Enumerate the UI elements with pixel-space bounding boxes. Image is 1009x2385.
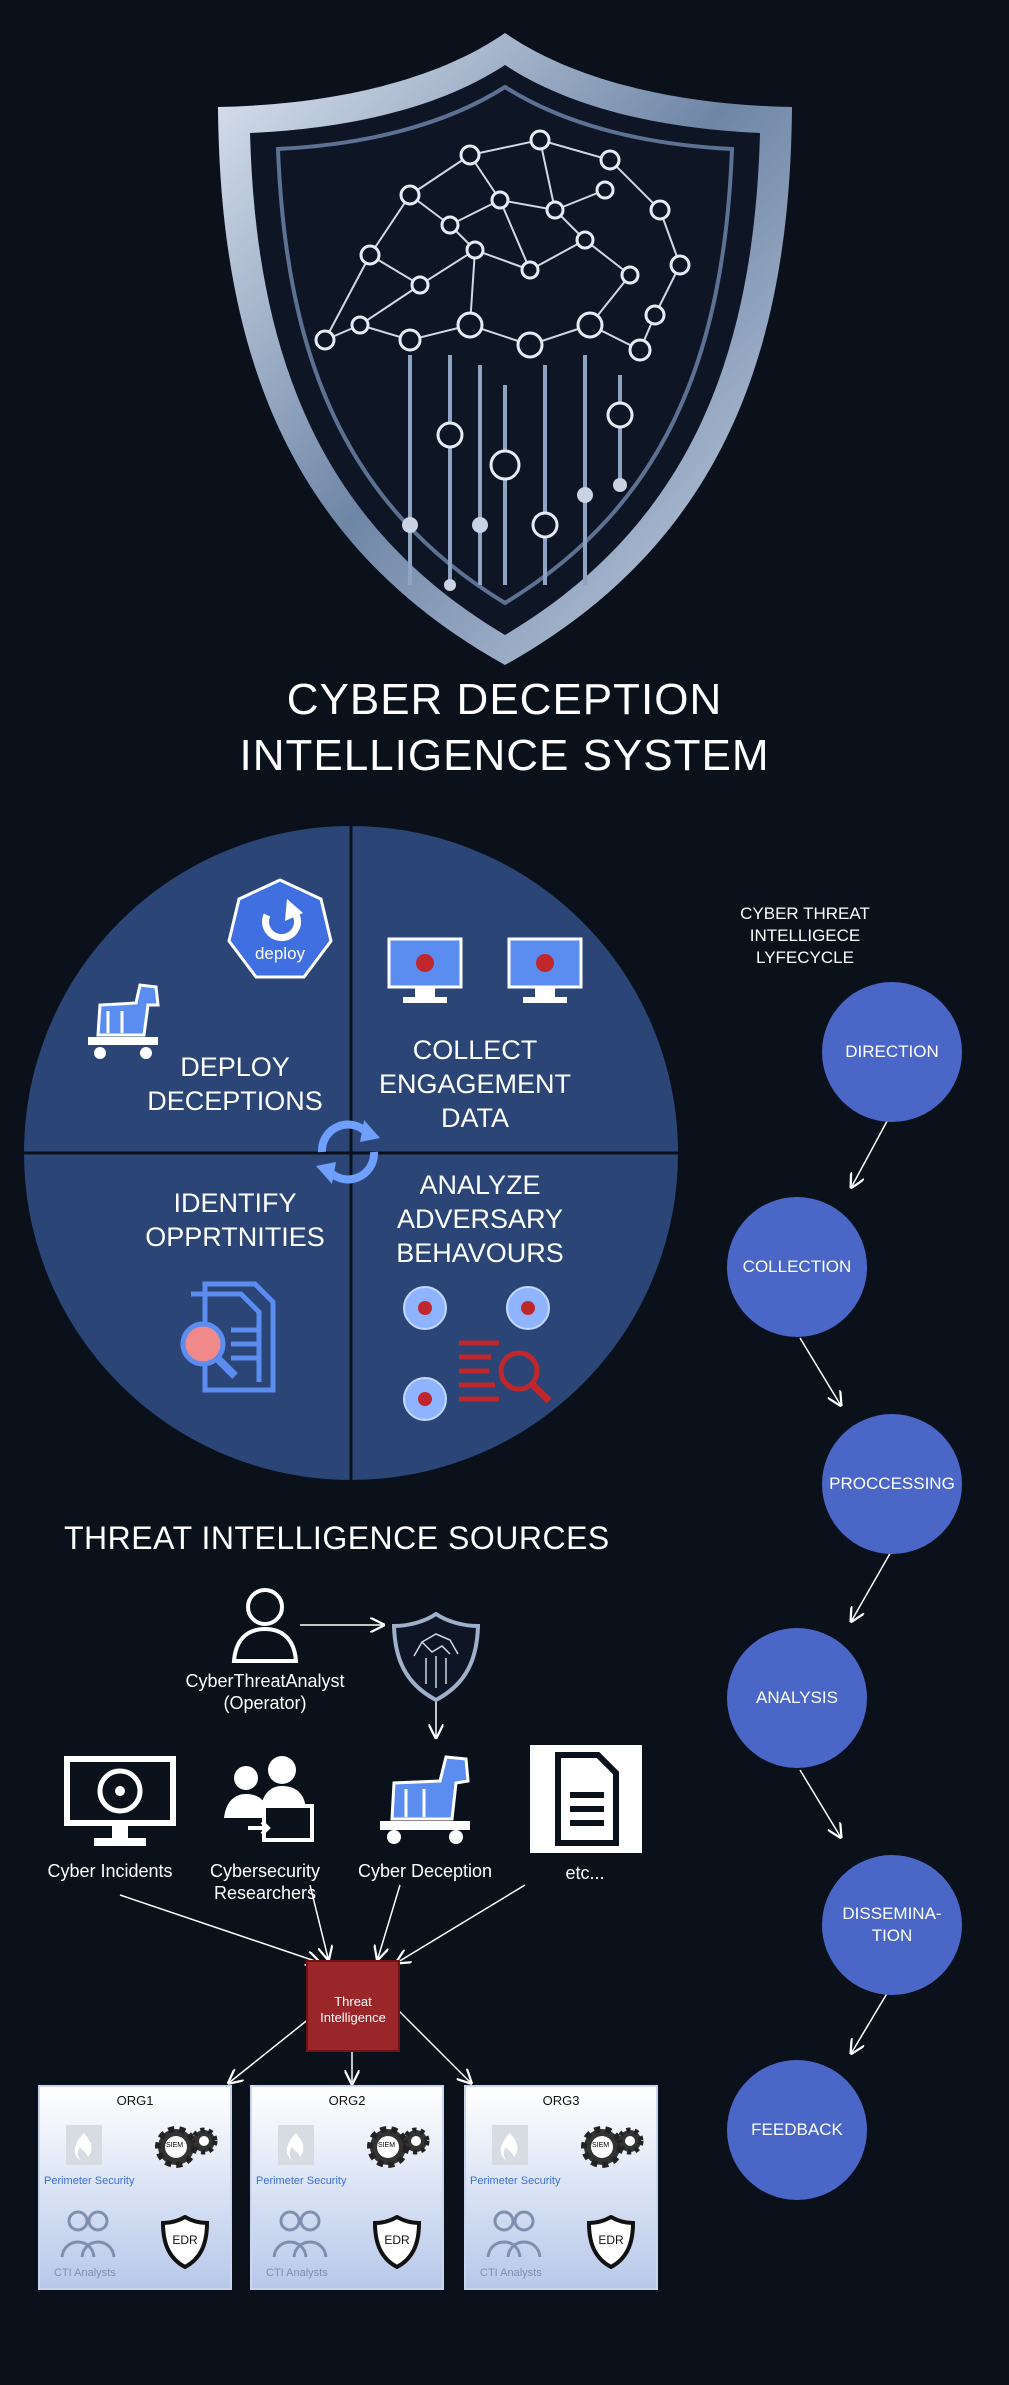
cti-analysts-label: CTI Analysts	[266, 2267, 328, 2279]
edr-label: EDR	[172, 2233, 198, 2247]
infected-monitor-icon	[387, 937, 463, 1003]
mini-shield-logo-icon	[392, 1612, 480, 1702]
perimeter-security-label: Perimeter Security	[470, 2175, 561, 2187]
collect-engagement-label: COLLECT ENGAGEMENT DATA	[378, 1035, 572, 1133]
source-label-etc: etc...	[565, 1863, 605, 1883]
edr-shield-icon	[586, 2215, 636, 2269]
lifecycle-stage-analysis: ANALYSIS	[727, 1628, 867, 1768]
edr-shield-icon	[160, 2215, 210, 2269]
cti-analysts-label: CTI Analysts	[54, 2267, 116, 2279]
org-name: ORG1	[116, 2093, 154, 2108]
source-label-cyber-deception: Cyber Deception	[357, 1861, 493, 1881]
virus-sphere-icon	[403, 1377, 447, 1421]
siem-gear-icon	[367, 2126, 430, 2168]
document-icon	[530, 1745, 642, 1853]
edr-label: EDR	[384, 2233, 410, 2247]
source-label-researchers: Cybersecurity Researchers	[209, 1861, 321, 1903]
deploy-badge-label: deploy	[254, 944, 306, 963]
trojan-horse-icon	[88, 983, 160, 1059]
page-title: CYBER DECEPTION INTELLIGENCE SYSTEM	[239, 675, 770, 780]
cti-analysts-icon	[60, 2210, 116, 2258]
lifecycle-stage-direction: DIRECTION	[822, 982, 962, 1122]
siem-label: SIEM	[592, 2142, 610, 2149]
shield-brain-logo	[218, 33, 792, 665]
deploy-deceptions-label: DEPLOY DECEPTIONS	[147, 1052, 323, 1116]
source-label-cyber-incidents: Cyber Incidents	[47, 1861, 173, 1881]
edr-shield-icon	[372, 2215, 422, 2269]
siem-label: SIEM	[378, 2142, 396, 2149]
deploy-badge-icon	[227, 878, 333, 979]
siem-label: SIEM	[166, 2142, 184, 2149]
edr-label: EDR	[598, 2233, 624, 2247]
firewall-icon	[66, 2125, 102, 2165]
lifecycle-stage-feedback: FEEDBACK	[727, 2060, 867, 2200]
document-search-icon	[180, 1281, 276, 1393]
virus-sphere-icon	[506, 1286, 550, 1330]
siem-gear-icon	[155, 2126, 218, 2168]
perimeter-security-label: Perimeter Security	[44, 2175, 135, 2187]
firewall-icon	[278, 2125, 314, 2165]
identify-opportunities-label: IDENTIFY OPPRTNITIES	[145, 1188, 325, 1252]
trojan-horse-icon	[380, 1755, 470, 1844]
lifecycle-stage-dissemination: DISSEMINA- TION	[822, 1855, 962, 1995]
analyst-label: CyberThreatAnalyst (Operator)	[185, 1671, 345, 1713]
researchers-icon	[224, 1756, 314, 1842]
threat-intelligence-hub: Threat Intelligence	[306, 1960, 400, 2052]
lifecycle-stage-processing: PROCCESSING	[822, 1414, 962, 1554]
org-name: ORG2	[328, 2093, 366, 2108]
infected-monitor-icon	[507, 937, 583, 1003]
data-search-icon	[459, 1340, 552, 1404]
cycle-refresh-icon	[316, 1120, 380, 1184]
perimeter-security-label: Perimeter Security	[256, 2175, 347, 2187]
lifecycle-stage-collection: COLLECTION	[727, 1197, 867, 1337]
cti-analysts-icon	[272, 2210, 328, 2258]
analyze-adversary-label: ANALYZE ADVERSARY BEHAVOURS	[396, 1170, 564, 1268]
biohazard-monitor-icon	[64, 1756, 176, 1846]
sources-title: THREAT INTELLIGENCE SOURCES	[64, 1520, 610, 1556]
analyst-user-icon	[231, 1588, 299, 1663]
org-name: ORG3	[542, 2093, 580, 2108]
virus-sphere-icon	[403, 1286, 447, 1330]
firewall-icon	[492, 2125, 528, 2165]
cti-analysts-icon	[486, 2210, 542, 2258]
cti-analysts-label: CTI Analysts	[480, 2267, 542, 2279]
siem-gear-icon	[581, 2126, 644, 2168]
lifecycle-title: CYBER THREAT INTELLIGECE LYFECYCLE	[740, 904, 870, 967]
